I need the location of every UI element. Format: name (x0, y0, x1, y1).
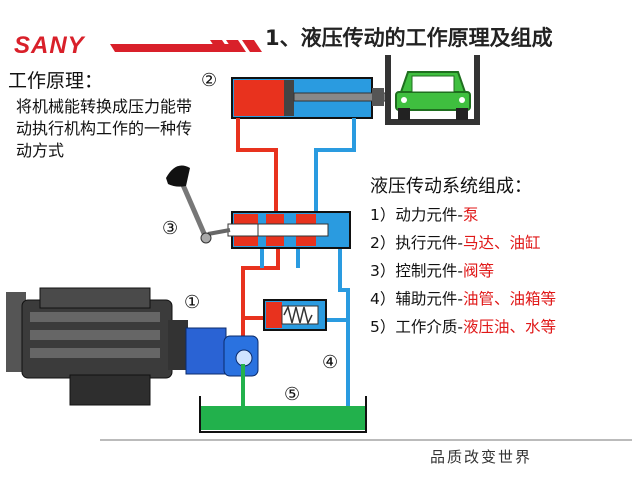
engine (6, 287, 188, 406)
marker-4: ④ (322, 352, 339, 373)
pump (185, 327, 259, 377)
list-item: 2）执行元件-马达、油缸 (370, 234, 541, 252)
hydraulic-cylinder (231, 77, 387, 119)
marker-3: ③ (162, 218, 179, 239)
control-valve (227, 211, 351, 249)
page-title: 1、液压传动的工作原理及组成 (265, 26, 553, 50)
footer-slogan: 品质改变世界 (430, 448, 533, 466)
principle-heading: 工作原理： (8, 70, 104, 92)
marker-2: ② (201, 70, 218, 91)
car-load (385, 55, 480, 125)
oil-tank (199, 260, 367, 433)
list-item: 4）辅助元件-油管、油箱等 (370, 290, 556, 308)
relief-valve (263, 299, 327, 331)
brand-logo: SANY (14, 32, 85, 59)
composition-heading: 液压传动系统组成： (370, 176, 532, 197)
header-stripes (110, 40, 262, 52)
principle-text: 将机械能转换成压力能带动执行机构工作的一种传动方式 (16, 97, 193, 160)
list-item: 5）工作介质-液压油、水等 (370, 318, 556, 336)
list-item: 1）动力元件-泵 (370, 206, 479, 224)
marker-1: ① (184, 292, 201, 313)
valve-lever (166, 165, 231, 244)
list-item: 3）控制元件-阀等 (370, 262, 494, 280)
marker-5: ⑤ (284, 384, 301, 405)
